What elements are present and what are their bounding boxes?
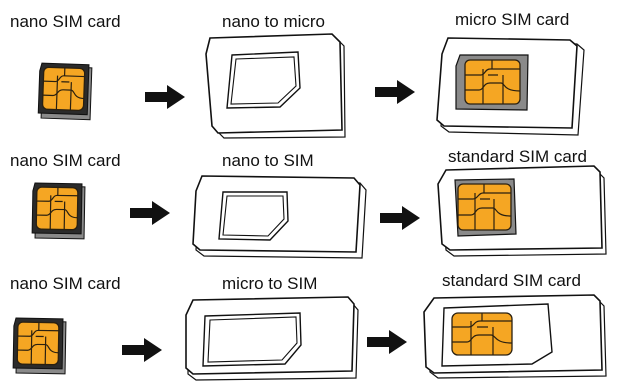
row1-right-label: micro SIM card xyxy=(455,10,570,29)
row3-right-label: standard SIM card xyxy=(442,271,581,290)
row2-nano-sim-icon xyxy=(31,182,86,240)
micro-sim-card-icon xyxy=(436,37,585,136)
row3-standard-sim-card-icon xyxy=(423,294,607,379)
row1-arrow-1-icon xyxy=(145,85,185,109)
nano-to-sim-adapter-icon xyxy=(192,175,367,259)
row3-nano-sim-icon xyxy=(12,317,67,375)
row2-standard-sim-card-icon xyxy=(437,165,607,257)
nano-to-micro-adapter-icon xyxy=(205,33,346,139)
row2-middle-label: nano to SIM xyxy=(222,151,314,170)
row1-arrow-2-icon xyxy=(375,80,415,104)
row3-arrow-1-icon xyxy=(122,338,162,362)
row1-left-label: nano SIM card xyxy=(10,12,121,31)
row3-arrow-2-icon xyxy=(367,330,407,354)
row1-middle-label: nano to micro xyxy=(222,12,325,31)
row3-middle-label: micro to SIM xyxy=(222,274,318,293)
row2-arrow-1-icon xyxy=(130,201,170,225)
micro-to-sim-adapter-icon xyxy=(185,296,359,381)
row3-left-label: nano SIM card xyxy=(10,274,121,293)
row2-arrow-2-icon xyxy=(380,206,420,230)
row2-right-label: standard SIM card xyxy=(448,147,587,166)
row2-left-label: nano SIM card xyxy=(10,151,121,170)
row1-nano-sim-icon xyxy=(37,62,93,121)
